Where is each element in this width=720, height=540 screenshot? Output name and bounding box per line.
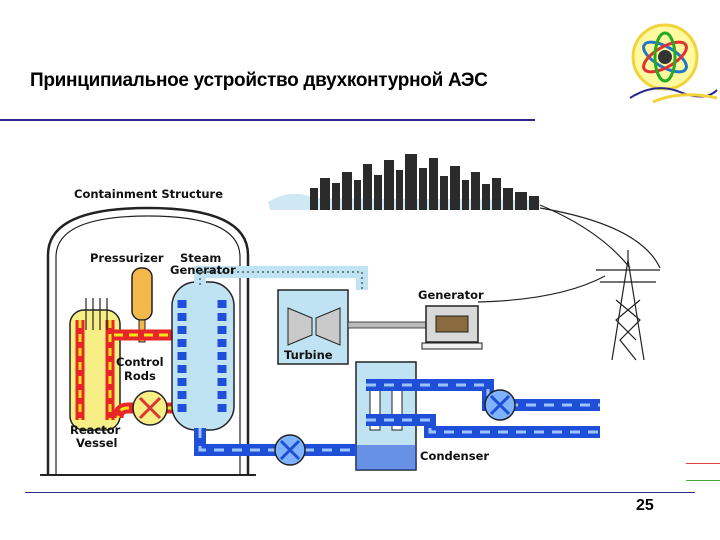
label-reactor-vessel-2: Vessel bbox=[76, 436, 118, 450]
title-divider bbox=[0, 119, 535, 121]
label-steam-generator-1: Steam bbox=[180, 251, 221, 265]
page-number: 25 bbox=[636, 497, 654, 514]
city-skyline bbox=[268, 154, 540, 210]
label-pressurizer: Pressurizer bbox=[90, 251, 164, 265]
label-control-rods-1: Control bbox=[116, 355, 164, 369]
label-control-rods-2: Rods bbox=[124, 369, 156, 383]
reactor-vessel bbox=[69, 298, 121, 431]
feedwater-pump bbox=[274, 434, 306, 466]
label-reactor-vessel-1: Reactor bbox=[70, 423, 121, 437]
accent-line-red bbox=[686, 463, 720, 464]
transmission-tower bbox=[477, 204, 661, 361]
atom-logo-icon bbox=[629, 23, 718, 104]
footer-divider bbox=[25, 492, 695, 493]
turbine bbox=[277, 289, 427, 365]
slide-title: Принципиальное устройство двухконтурной … bbox=[30, 70, 488, 91]
steam-generator bbox=[171, 281, 235, 431]
label-turbine: Turbine bbox=[284, 348, 333, 362]
label-steam-generator-2: Generator bbox=[170, 263, 236, 277]
npp-diagram: Containment Structure Pressurizer Steam … bbox=[40, 154, 661, 476]
cooling-water-pump bbox=[484, 389, 516, 421]
label-containment: Containment Structure bbox=[74, 187, 223, 201]
accent-line-green bbox=[686, 480, 720, 481]
label-condenser: Condenser bbox=[420, 449, 489, 463]
label-generator: Generator bbox=[418, 288, 484, 302]
generator bbox=[421, 305, 483, 350]
containment-structure bbox=[46, 206, 250, 475]
primary-pump bbox=[132, 390, 168, 426]
